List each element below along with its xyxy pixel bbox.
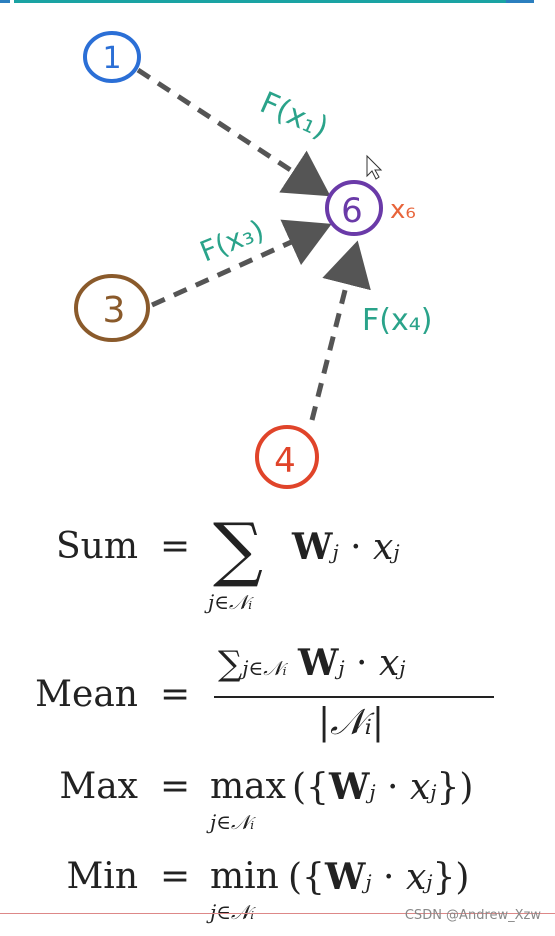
min-open: ({ (288, 857, 325, 898)
graph-diagram: 1 3 4 6 F(x₁) F(x₃) F(x₄) x₆ (74, 31, 432, 489)
max-x: x (409, 767, 431, 808)
max-W: W (328, 766, 370, 808)
sum-x: x (373, 527, 394, 568)
min-x: x (405, 857, 427, 898)
edge-label-f4: F(x₄) (362, 303, 432, 338)
mean-j2: j (399, 656, 406, 680)
max-open: ({ (292, 767, 329, 808)
formula-max: Max = max j∈𝒩ᵢ ({Wj · xj}) (0, 766, 555, 846)
formula-mean-numerator: ∑j∈𝒩ᵢ Wj · xj (218, 642, 405, 684)
formula-min: Min = min j∈𝒩ᵢ ({Wj · xj}) (0, 856, 555, 936)
sum-j2: j (393, 540, 400, 564)
node-6-label: 6 (341, 191, 363, 231)
max-j1: j (369, 780, 376, 804)
node-4-label: 4 (274, 441, 296, 481)
formula-max-op: max (210, 766, 286, 807)
node-1: 1 (83, 31, 141, 83)
formula-min-under: j∈𝒩ᵢ (210, 900, 255, 924)
node-4: 4 (255, 425, 319, 489)
sum-W: W (292, 526, 333, 568)
formula-sum-name: Sum (56, 526, 138, 567)
formula-mean-denominator: |𝒩ᵢ| (318, 702, 384, 743)
node-3: 3 (74, 274, 150, 342)
mean-W: W (297, 642, 339, 684)
top-accent-right (506, 0, 534, 3)
formula-mean-name: Mean (35, 674, 138, 715)
edge-label-f1: F(x₁) (255, 85, 334, 146)
x6-label: x₆ (390, 195, 416, 225)
mean-dot: · (356, 643, 368, 684)
max-dot: · (387, 767, 399, 808)
sum-sigma: ∑ (213, 508, 263, 590)
edge-label-f3: F(x₃) (195, 213, 268, 268)
mean-x: x (378, 643, 400, 684)
min-W: W (324, 856, 366, 898)
formula-max-rhs: ({Wj · xj}) (292, 766, 473, 808)
formula-sum-under: j∈𝒩ᵢ (208, 590, 253, 614)
min-j2: j (426, 870, 433, 894)
min-j1: j (365, 870, 372, 894)
formula-max-under: j∈𝒩ᵢ (210, 810, 255, 834)
formula-min-rhs: ({Wj · xj}) (288, 856, 469, 898)
formula-min-op: min (210, 856, 279, 897)
mean-j1: j (338, 656, 345, 680)
formula-mean-eq: = (160, 674, 191, 715)
formula-min-name: Min (66, 856, 138, 897)
top-accent-bar (14, 0, 534, 3)
sum-j1: j (332, 540, 339, 564)
bottom-divider (0, 913, 555, 914)
mouse-cursor-icon (366, 154, 383, 180)
formula-max-eq: = (160, 766, 191, 807)
mean-fraction-line (214, 696, 494, 698)
formula-max-name: Max (59, 766, 138, 807)
formula-min-eq: = (160, 856, 191, 897)
sum-dot: · (350, 527, 362, 568)
mean-under: j∈𝒩ᵢ (242, 656, 287, 680)
mean-sigma: ∑ (218, 644, 243, 684)
edge-4-to-6 (309, 240, 371, 421)
node-6: 6 (325, 180, 383, 236)
node-1-label: 1 (102, 41, 121, 76)
formula-sum-eq: = (160, 526, 191, 567)
watermark-text: CSDN @Andrew_Xzw (404, 908, 541, 923)
formula-mean: Mean = ∑j∈𝒩ᵢ Wj · xj |𝒩ᵢ| (0, 640, 555, 755)
min-close: }) (432, 857, 470, 898)
max-close: }) (436, 767, 474, 808)
edge-1-to-6 (136, 67, 331, 197)
max-j2: j (430, 780, 437, 804)
node-3-label: 3 (103, 290, 126, 331)
min-dot: · (383, 857, 395, 898)
top-accent-left (0, 0, 10, 3)
formula-sum-rhs: Wj · xj (292, 526, 400, 568)
formula-sum: Sum = ∑ j∈𝒩ᵢ Wj · xj (0, 514, 555, 630)
edge-3-to-6 (150, 219, 332, 308)
